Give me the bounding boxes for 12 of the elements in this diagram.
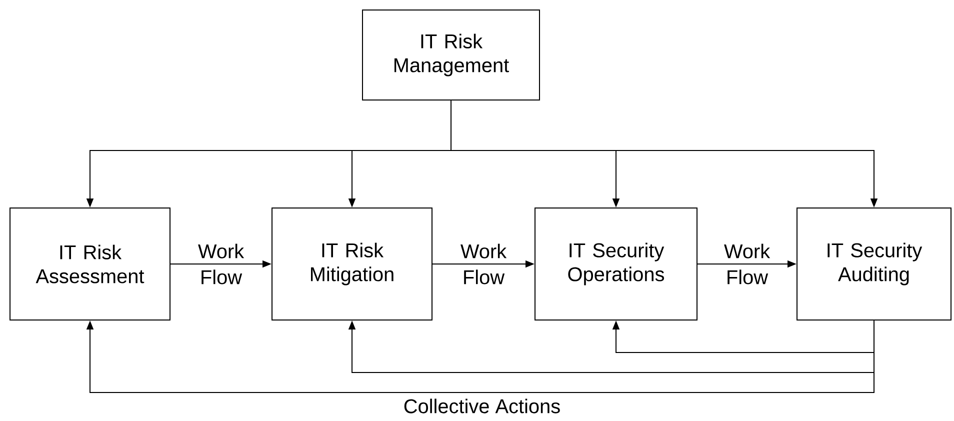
- edge-label: Work Flow: [198, 244, 244, 284]
- arrow: [86, 320, 874, 393]
- arrow: [612, 320, 874, 353]
- edge-label: Work Flow: [724, 244, 770, 284]
- arrow: [348, 320, 874, 373]
- edge-label: Work Flow: [460, 244, 507, 284]
- process-box: IT Risk Mitigation: [272, 208, 432, 320]
- process-box: IT Risk Assessment: [10, 208, 170, 320]
- process-box: IT Security Auditing: [796, 208, 952, 320]
- process-box: IT Risk Management: [362, 10, 540, 100]
- process-box: IT Security Operations: [534, 208, 698, 320]
- caption-label: Collective Actions: [404, 398, 560, 414]
